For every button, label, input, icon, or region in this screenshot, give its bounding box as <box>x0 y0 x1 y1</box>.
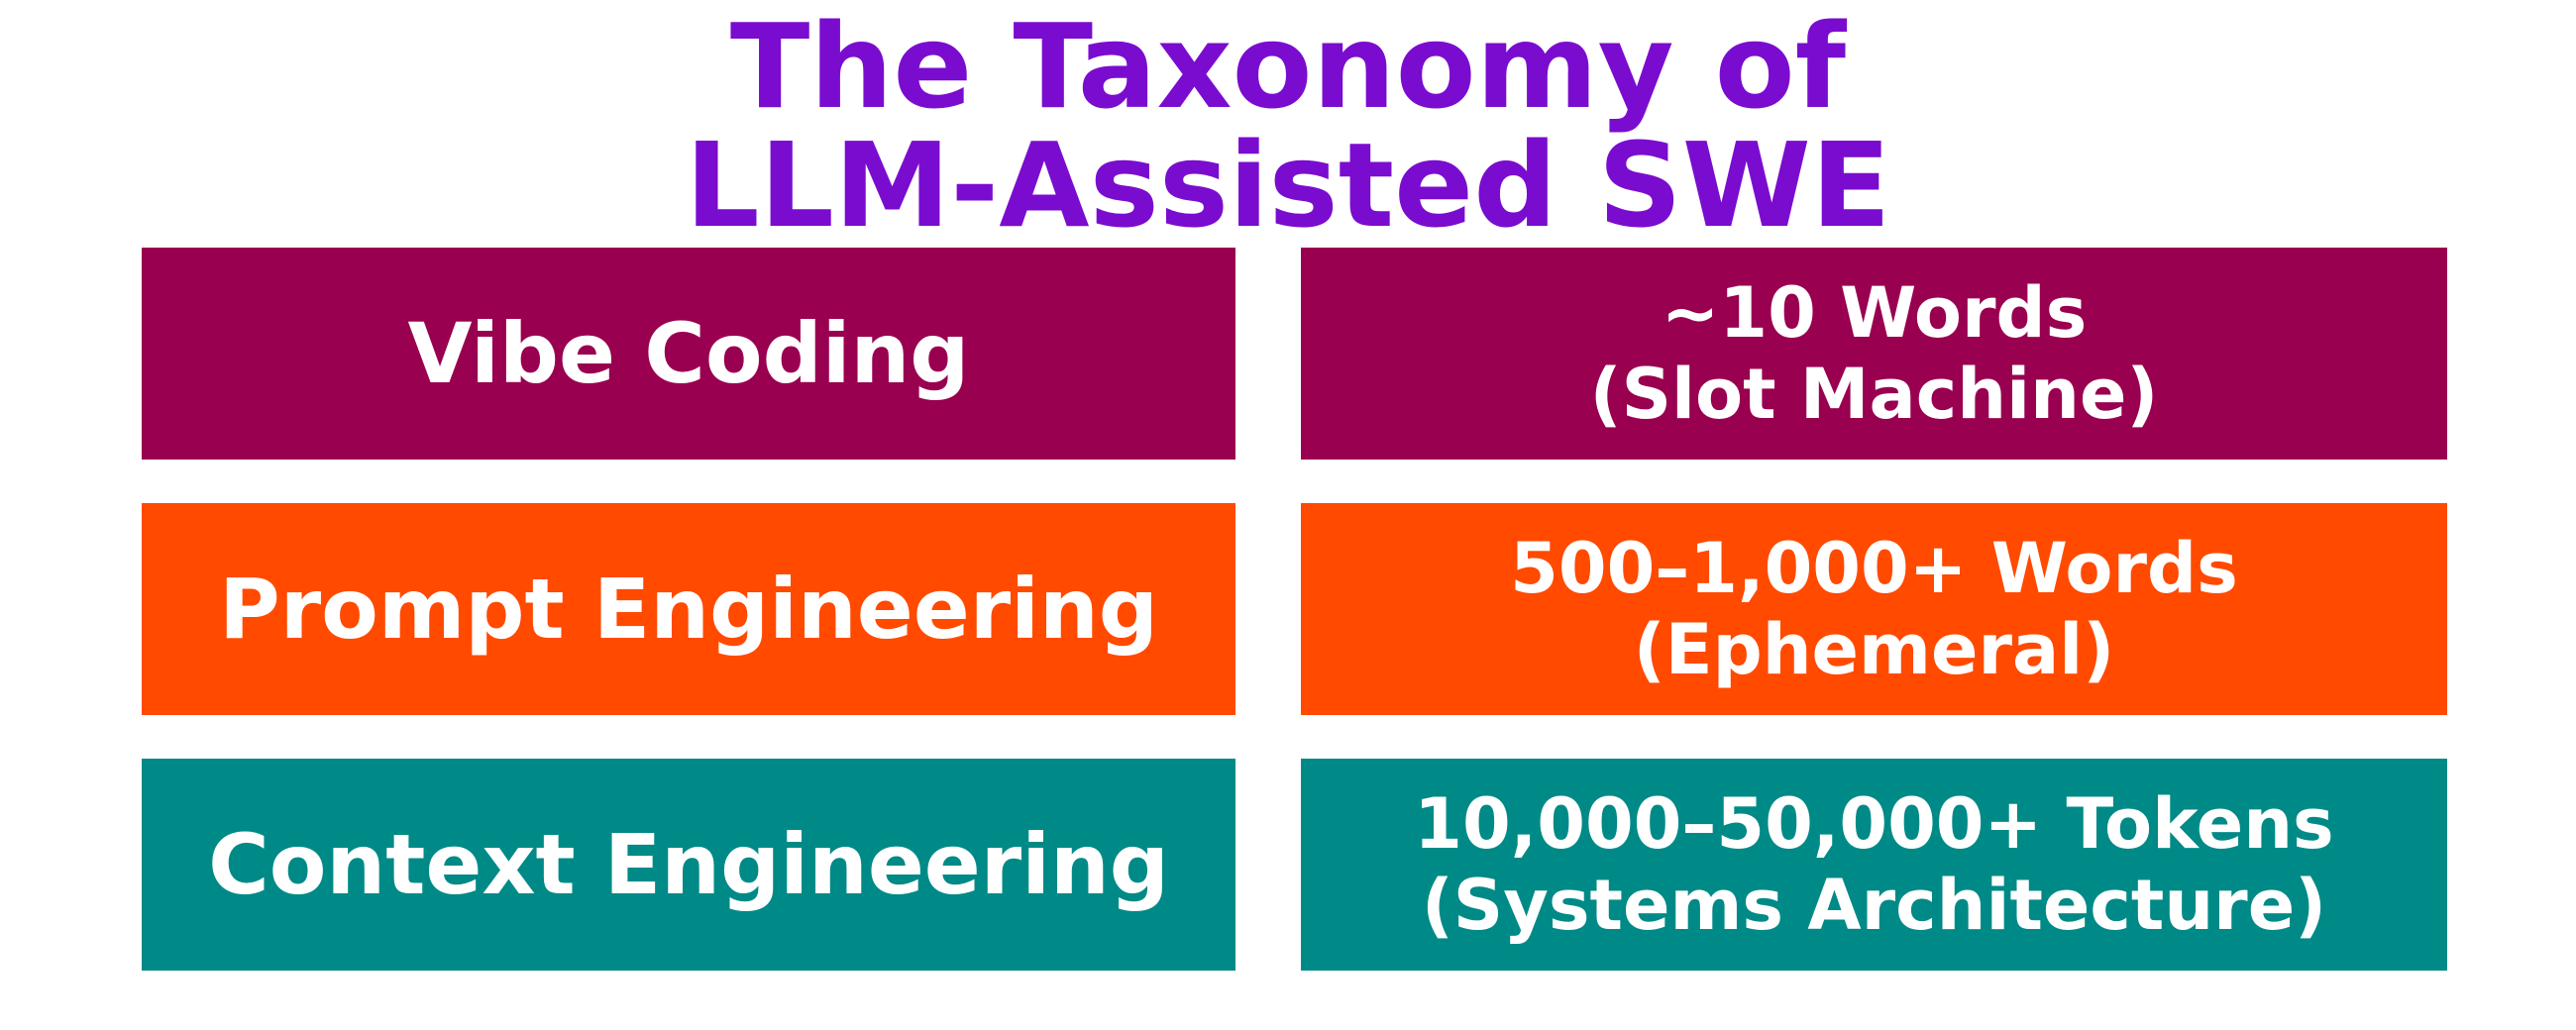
context-engineering-label: Context Engineering <box>208 816 1169 913</box>
context-engineering-label-box: Context Engineering <box>142 759 1235 971</box>
vibe-coding-note: (Slot Machine) <box>1589 354 2159 435</box>
vibe-coding-size: ~10 Words <box>1661 272 2088 354</box>
title-line-2: LLM-Assisted SWE <box>685 117 1891 254</box>
title-line-1: The Taxonomy of <box>729 0 1847 135</box>
context-engineering-size: 10,000–50,000+ Tokens <box>1414 783 2334 865</box>
prompt-engineering-note: (Ephemeral) <box>1633 609 2115 690</box>
prompt-engineering-size: 500–1,000+ Words <box>1510 528 2238 609</box>
vibe-coding-label: Vibe Coding <box>407 305 970 402</box>
prompt-engineering-label: Prompt Engineering <box>219 561 1158 658</box>
context-engineering-note: (Systems Architecture) <box>1421 865 2327 946</box>
vibe-coding-description-box: ~10 Words (Slot Machine) <box>1301 248 2447 460</box>
prompt-engineering-label-box: Prompt Engineering <box>142 503 1235 715</box>
prompt-engineering-description-box: 500–1,000+ Words (Ephemeral) <box>1301 503 2447 715</box>
vibe-coding-label-box: Vibe Coding <box>142 248 1235 460</box>
context-engineering-description-box: 10,000–50,000+ Tokens (Systems Architect… <box>1301 759 2447 971</box>
